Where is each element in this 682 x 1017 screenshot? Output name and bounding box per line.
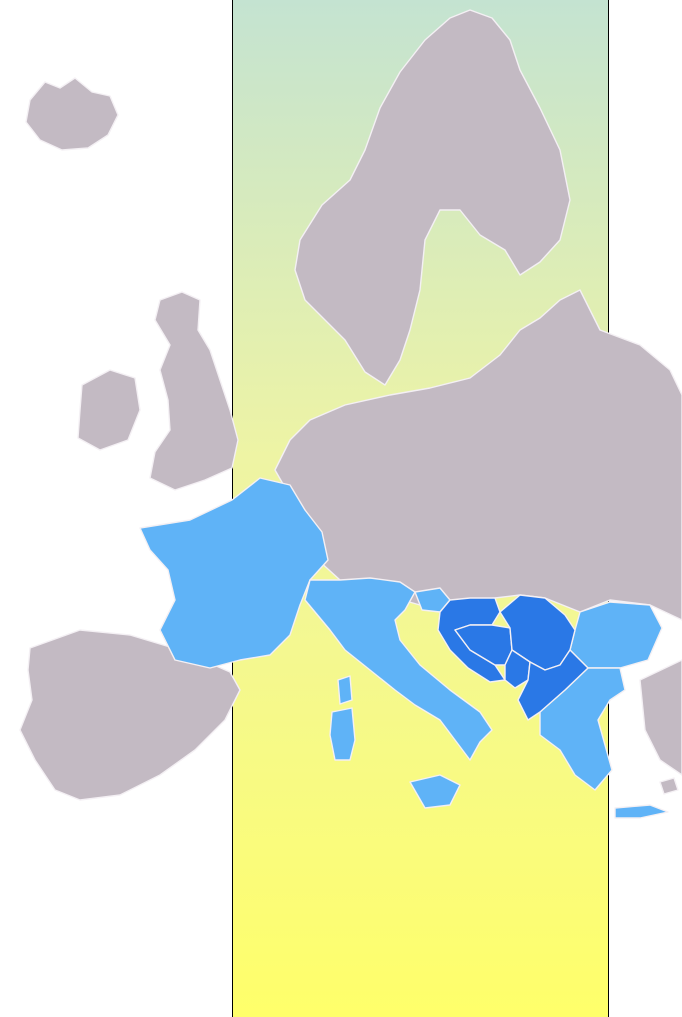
- iceland: [25, 77, 119, 151]
- sardinia: [329, 707, 356, 761]
- ireland: [77, 369, 141, 451]
- bulgaria: [569, 601, 663, 669]
- sicily: [409, 774, 461, 809]
- aegean-island-east: [659, 777, 679, 795]
- anatolia-edge: [639, 659, 682, 776]
- kosovo-albania-macedonia: [517, 649, 589, 721]
- greece: [539, 667, 626, 791]
- iberia: [19, 629, 241, 801]
- great-britain: [149, 291, 239, 491]
- italy: [304, 577, 493, 761]
- france: [139, 477, 329, 669]
- corsica: [337, 675, 353, 705]
- scandinavia: [294, 9, 571, 386]
- greek-islands-south: [614, 804, 669, 819]
